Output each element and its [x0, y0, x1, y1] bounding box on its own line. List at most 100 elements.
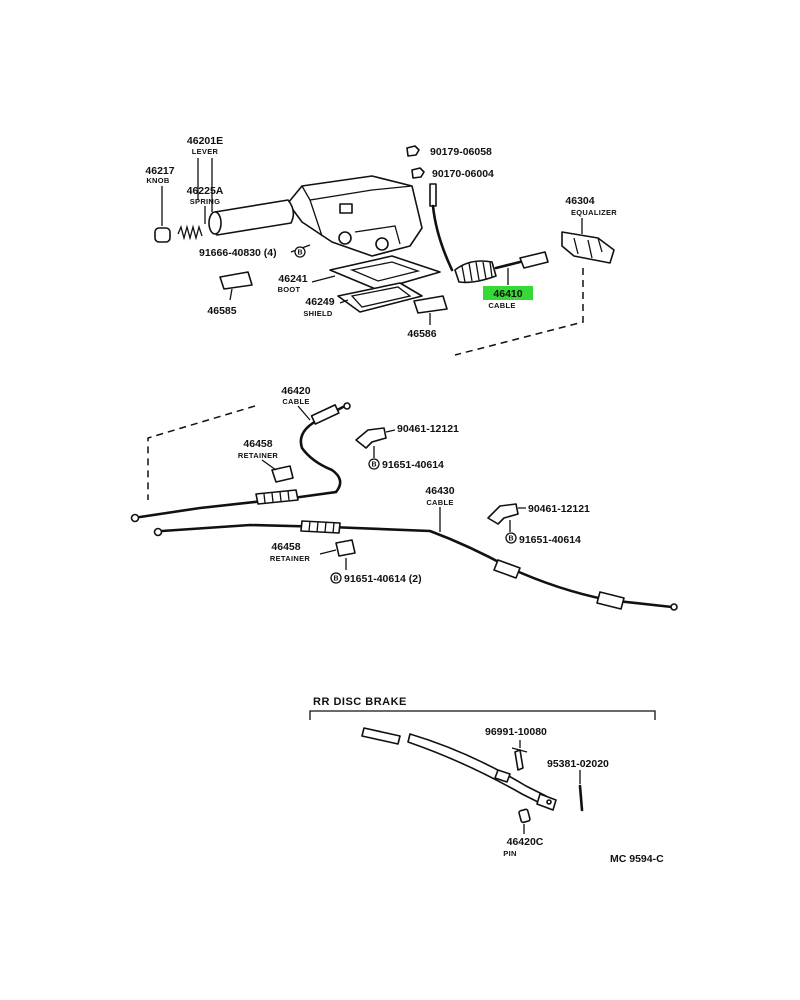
boot — [329, 255, 441, 291]
shield — [337, 282, 423, 313]
label-equalizer: 46304 EQUALIZER — [565, 195, 617, 217]
pin — [518, 808, 531, 824]
clevis-hole — [546, 799, 552, 805]
dashed-connector-middle — [147, 405, 256, 500]
bolt-icon — [368, 458, 380, 470]
lever-assembly — [154, 158, 423, 257]
lever-body — [287, 175, 423, 257]
label-retainer-upper: 46458 RETAINER — [238, 438, 278, 460]
label-front-cable: 46410 CABLE — [483, 286, 533, 310]
lever-name: LEVER — [192, 147, 219, 156]
boot-name: BOOT — [278, 285, 301, 294]
label-boot: 46241 BOOT — [278, 273, 308, 294]
clip — [514, 749, 524, 771]
cable-left — [130, 402, 351, 523]
spring-number: 46225A — [187, 185, 224, 197]
label-clip: 96991-10080 — [485, 726, 547, 738]
bolt-symbol: B — [508, 536, 513, 543]
nut-lower-number: 90170-06004 — [432, 168, 494, 180]
label-clamp-right: 90461-12121 — [528, 503, 590, 515]
equalizer-name: EQUALIZER — [571, 208, 617, 217]
pin-name: PIN — [503, 849, 516, 858]
label-clamp-left: 90461-12121 — [397, 423, 459, 435]
front-cable-number: 46410 — [493, 288, 522, 300]
lever-pivot-2 — [375, 237, 389, 251]
retainer-lower — [319, 539, 356, 570]
boot-number: 46241 — [278, 273, 307, 285]
spring-name: SPRING — [190, 197, 221, 206]
lever-bolt-number: 91666-40830 (4) — [199, 247, 277, 259]
lever-bracket — [339, 203, 353, 214]
label-cable-right: 46430 CABLE — [425, 485, 454, 507]
label-cable-left: 46420 CABLE — [281, 385, 310, 406]
bolt-icon — [505, 532, 517, 544]
nut-upper-number: 90179-06058 — [430, 146, 492, 158]
cable-left-name: CABLE — [282, 397, 309, 406]
clamp-right — [487, 503, 526, 532]
label-pin: 46420C PIN — [503, 836, 544, 858]
cable-left-number: 46420 — [281, 385, 310, 397]
label-shield: 46249 SHIELD — [303, 296, 334, 318]
retainer-lower-number: 46458 — [271, 541, 300, 553]
cable-left-end-fitting — [310, 404, 340, 425]
cable-right — [153, 507, 678, 611]
cable-left-coil — [255, 489, 299, 505]
bolt-symbol: B — [371, 462, 376, 469]
clamp-right-number: 90461-12121 — [528, 503, 590, 515]
spring — [177, 224, 203, 241]
label-lever: 46201E LEVER — [187, 135, 223, 156]
cable-stop — [494, 769, 511, 783]
cotter-pin-number: 95381-02020 — [547, 758, 609, 770]
plate-right-number: 46586 — [407, 328, 436, 340]
label-nut-upper: 90179-06058 — [430, 146, 492, 158]
lever-number: 46201E — [187, 135, 223, 147]
cable-right-sleeve — [493, 559, 521, 579]
cable-right-name: CABLE — [426, 498, 453, 507]
label-lever-bolt: 91666-40830 (4) B — [199, 246, 306, 259]
label-clamp-left-bolt: B 91651-40614 — [368, 458, 444, 471]
bolt-icon — [330, 572, 342, 584]
nut-lower — [411, 167, 425, 179]
bolt-icon — [294, 246, 306, 258]
cable-end-fitting — [519, 251, 549, 269]
retainer-upper-number: 46458 — [243, 438, 272, 450]
cable-segment-long — [407, 733, 547, 805]
label-clamp-right-bolt: B 91651-40614 — [505, 532, 581, 546]
cable-left-end — [130, 513, 140, 523]
label-cotter-pin: 95381-02020 — [547, 758, 609, 770]
clip-number: 96991-10080 — [485, 726, 547, 738]
cable-right-tip — [670, 603, 678, 611]
label-plate-right: 46586 — [407, 328, 436, 340]
cable-segment-short — [361, 727, 401, 745]
clamp-right-bolt-number: 91651-40614 — [519, 534, 581, 546]
knob-number: 46217 — [145, 165, 174, 177]
shield-number: 46249 — [305, 296, 334, 308]
section-bracket — [309, 710, 656, 720]
cable-left-top-end — [343, 402, 351, 410]
bolt-symbol: B — [297, 250, 302, 257]
plate-left — [219, 271, 253, 290]
section-rr-disc-brake: RR DISC BRAKE — [309, 696, 656, 834]
cable-right-coil — [300, 520, 341, 534]
knob-name: KNOB — [146, 176, 170, 185]
label-plate-left: 46585 — [207, 305, 236, 317]
cable-right-end-fitting — [596, 591, 625, 610]
retainer-bolt-number: 91651-40614 (2) — [344, 573, 422, 585]
label-spring: 46225A SPRING — [187, 185, 224, 206]
label-knob: 46217 KNOB — [145, 165, 174, 185]
shield-name: SHIELD — [303, 309, 333, 318]
retainer-upper — [261, 459, 294, 483]
equalizer — [561, 218, 615, 264]
grip-end — [208, 211, 222, 235]
clamp-left-bolt-number: 91651-40614 — [382, 459, 444, 471]
cable-right-number: 46430 — [425, 485, 454, 497]
front-cable-name: CABLE — [488, 301, 515, 310]
retainer-upper-name: RETAINER — [238, 451, 278, 460]
label-retainer-lower: 46458 RETAINER — [270, 541, 310, 563]
bolt-symbol: B — [333, 576, 338, 583]
plate-right — [413, 295, 448, 314]
label-retainer-bolt: B 91651-40614 (2) — [330, 572, 422, 585]
cable-threaded-end — [429, 183, 437, 207]
clamp-left — [355, 427, 396, 458]
